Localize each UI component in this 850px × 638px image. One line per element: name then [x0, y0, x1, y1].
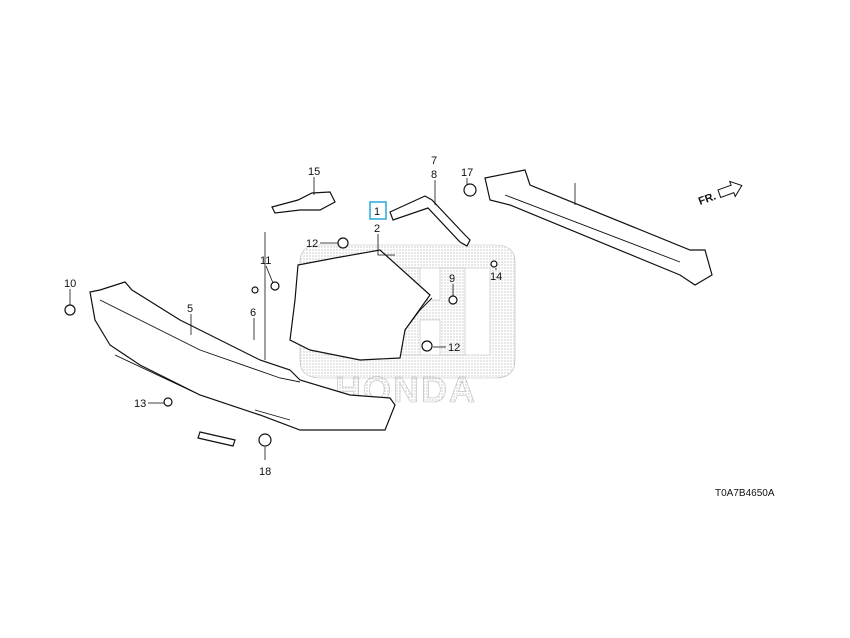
arrow-right-icon	[717, 180, 743, 199]
fasteners	[64, 183, 498, 447]
bumper-bracket	[389, 195, 471, 247]
highlight-box-part-1[interactable]	[369, 201, 387, 220]
callout-9[interactable]: 9	[449, 273, 455, 285]
callout-12-upper[interactable]: 12	[306, 238, 318, 250]
callout-6[interactable]: 6	[250, 307, 256, 319]
diagram-code: T0A7B4650A	[715, 488, 775, 499]
bumper-beam	[484, 169, 713, 286]
callout-13[interactable]: 13	[134, 398, 146, 410]
callout-15[interactable]: 15	[308, 166, 320, 178]
front-direction-marker: FR.	[697, 180, 743, 208]
callout-12-lower[interactable]: 12	[448, 342, 460, 354]
rear-bumper-face	[89, 281, 396, 431]
bumper-side-panel	[289, 249, 433, 361]
reflector	[197, 431, 236, 447]
fr-label: FR.	[697, 190, 718, 207]
callout-18[interactable]: 18	[259, 466, 271, 478]
callout-14[interactable]: 14	[490, 271, 502, 283]
callout-7[interactable]: 7	[431, 155, 437, 167]
callout-5[interactable]: 5	[187, 303, 193, 315]
sensor-bracket	[271, 191, 336, 214]
leader-lines	[69, 177, 576, 460]
callout-2[interactable]: 2	[374, 223, 380, 235]
callout-10[interactable]: 10	[64, 278, 76, 290]
callout-1[interactable]: 1	[374, 206, 380, 218]
callout-17[interactable]: 17	[461, 167, 473, 179]
callout-8[interactable]: 8	[431, 169, 437, 181]
callout-11[interactable]: 11	[260, 255, 271, 267]
